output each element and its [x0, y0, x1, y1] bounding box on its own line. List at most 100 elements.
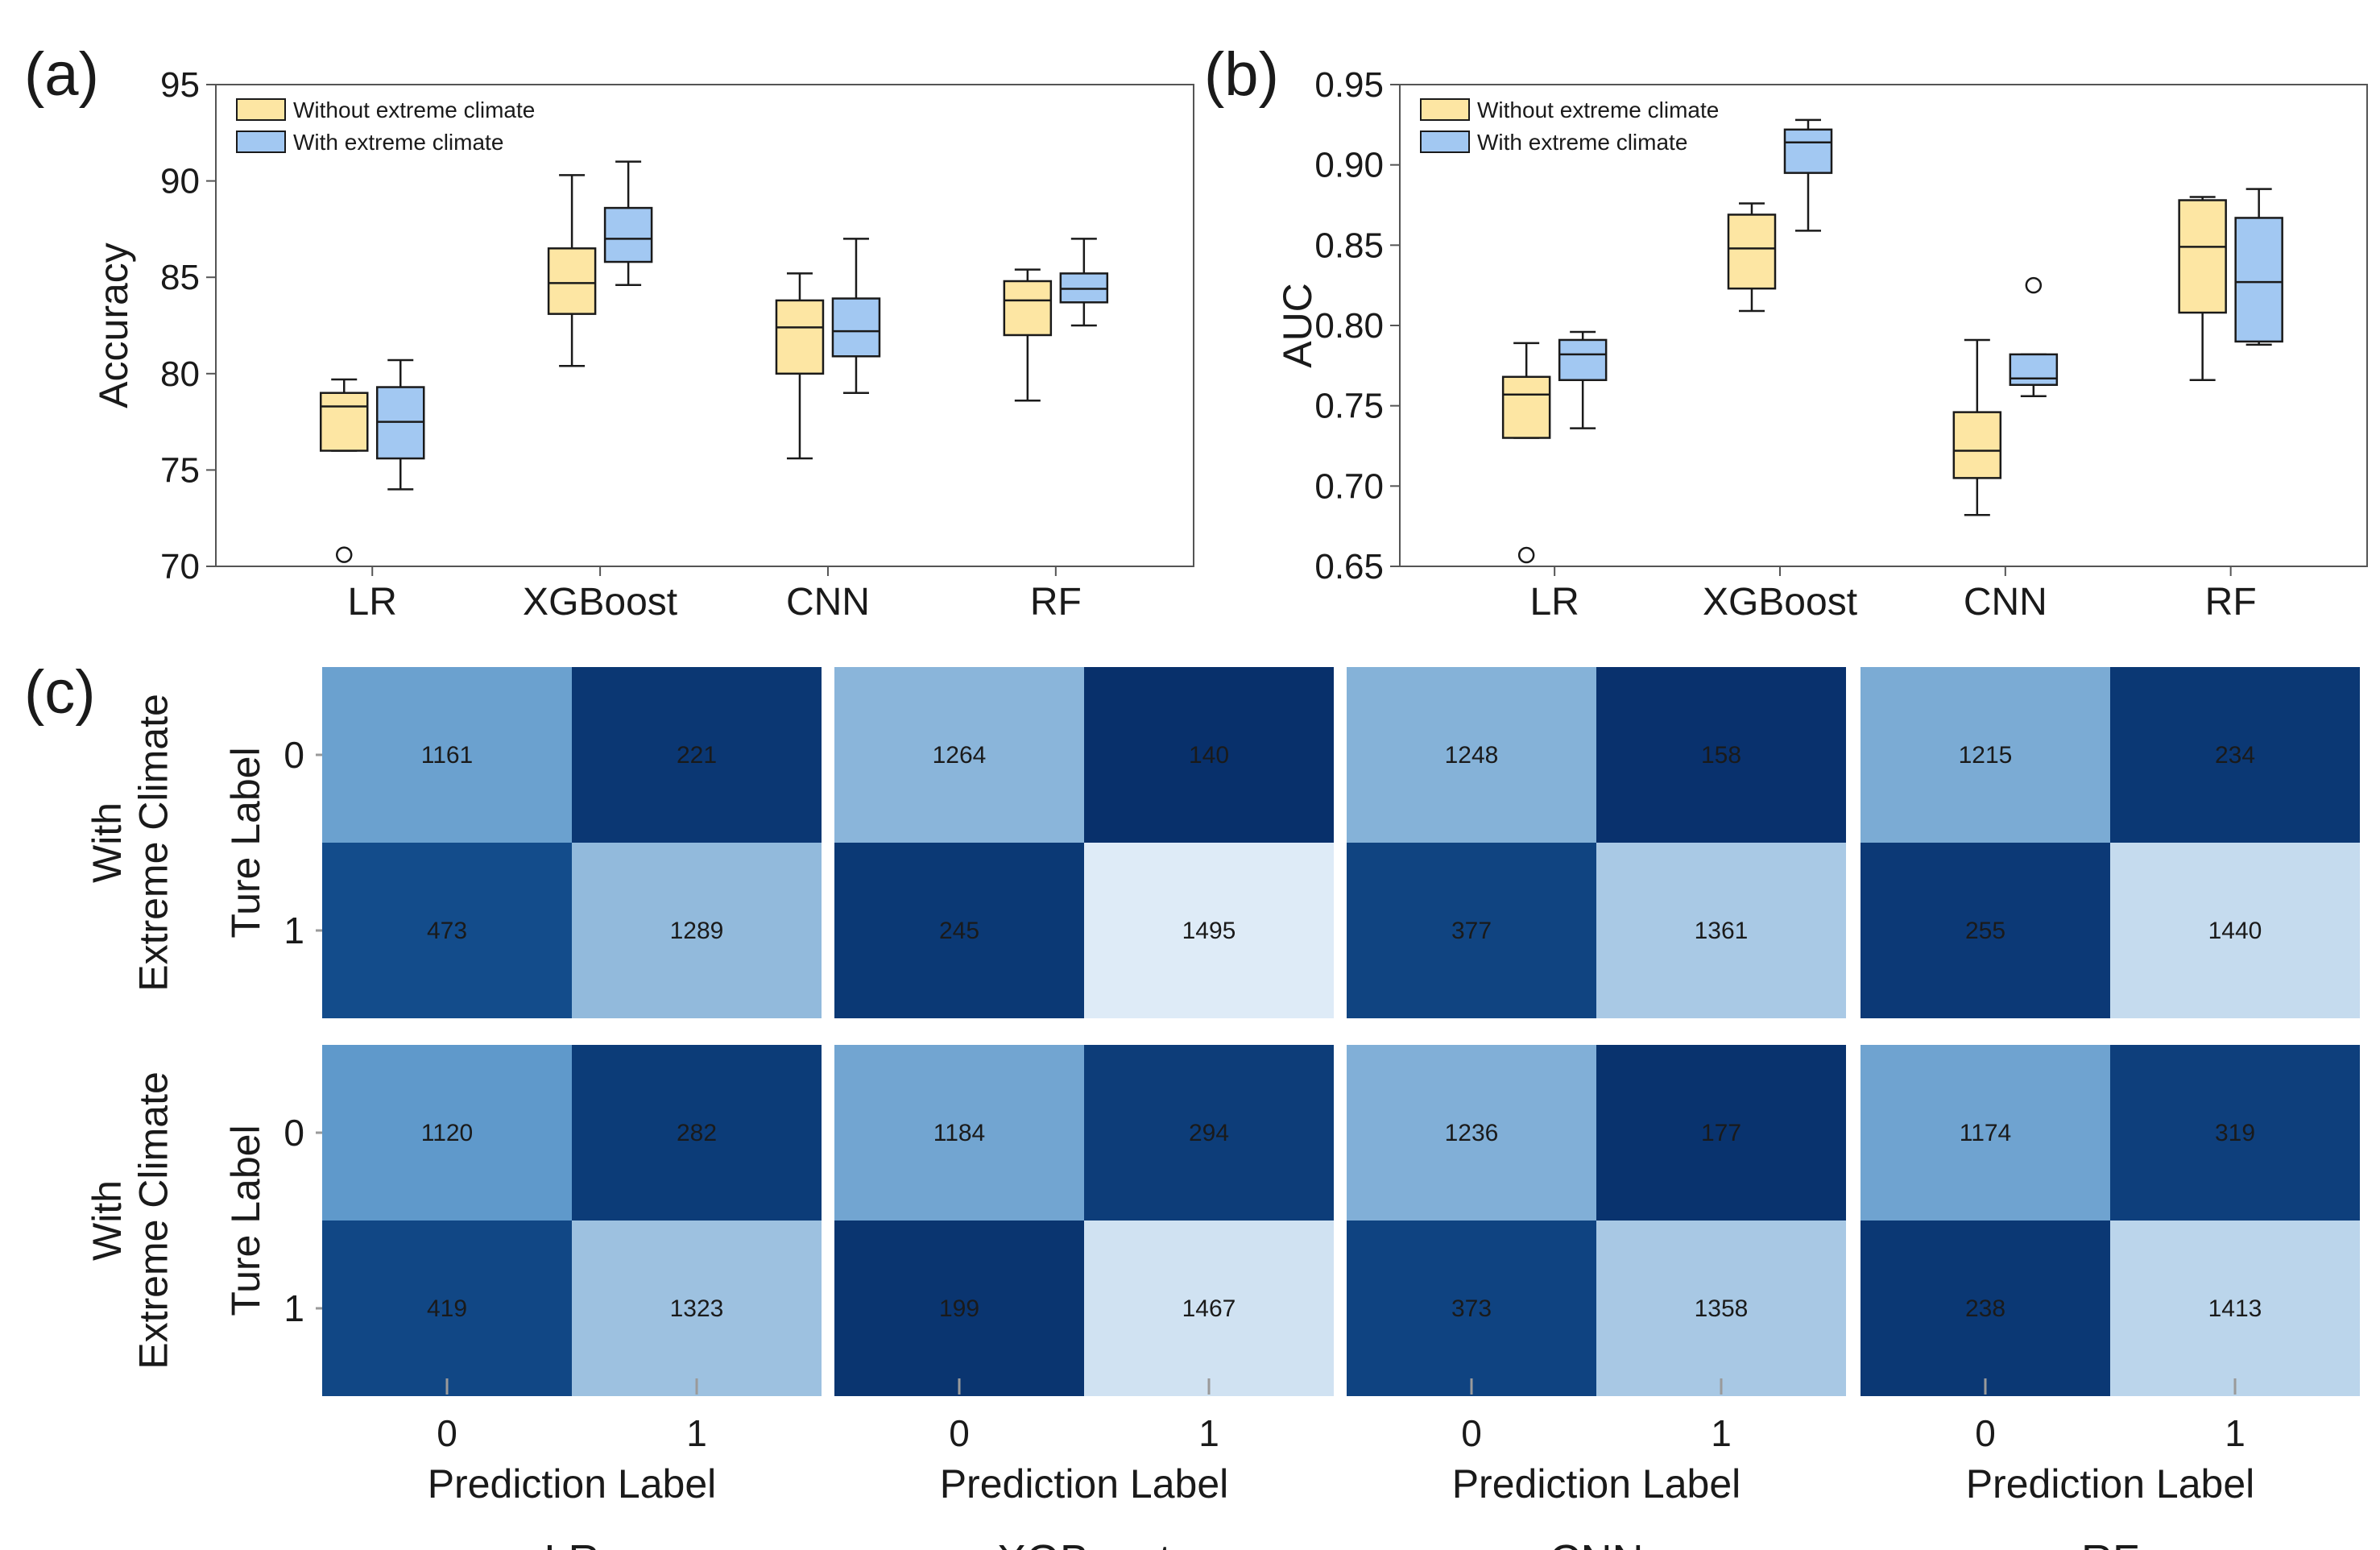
x-axis-title-lr: Prediction Label: [428, 1461, 717, 1506]
box-iqr: [319, 392, 369, 452]
box-iqr: [2009, 353, 2059, 387]
cell-value: 1495: [1182, 918, 1236, 944]
x-tick-label-rf: RF: [2205, 581, 2257, 624]
heatmap-cell: [1596, 843, 1846, 1018]
y-tick-label: 75: [160, 450, 200, 490]
cell-value: 1248: [1445, 742, 1499, 769]
panel-label-c: (c): [24, 658, 96, 727]
row-title-line: Extreme Climate: [131, 694, 176, 992]
x-tick-label-xgboost: XGBoost: [1703, 581, 1857, 624]
x-tick-label-lr: LR: [1529, 581, 1579, 624]
box-xgboost-without: [547, 174, 597, 367]
heatmap-cell: [1596, 1045, 1846, 1221]
heatmap-cell: [322, 843, 572, 1018]
y-tick-label: 0: [284, 734, 304, 776]
heatmap-cell: [834, 843, 1084, 1018]
heatmap-cell: [1861, 843, 2110, 1018]
cell-value: 140: [1189, 742, 1229, 769]
row-title-line: Extreme Climate: [131, 1071, 176, 1370]
confusion-matrix-lr-row-2: 1120 282 419 1323: [322, 1045, 822, 1396]
heatmap-cell: [1347, 1045, 1596, 1221]
cell-value: 1264: [933, 742, 987, 769]
box-cnn-with: [831, 238, 881, 394]
row-title-1: WithExtreme Climate: [85, 694, 176, 992]
box-iqr: [831, 297, 881, 358]
cell-value: 319: [2215, 1120, 2255, 1146]
box-iqr: [1003, 280, 1053, 337]
legend-swatch-with: [1420, 131, 1470, 153]
box-cnn-without: [1952, 338, 2002, 516]
box-xgboost-with: [1783, 118, 1833, 232]
heatmap-cell: [572, 1221, 822, 1396]
box-iqr: [547, 247, 597, 315]
panel-label-b: (b): [1204, 40, 1279, 109]
x-axis-title-cnn: Prediction Label: [1452, 1461, 1741, 1506]
heatmap-cell: [1084, 1045, 1334, 1221]
cell-value: 1174: [1960, 1120, 2012, 1146]
x-tick-label: 0: [1461, 1412, 1482, 1454]
cell-value: 1184: [933, 1120, 986, 1146]
heatmap-cell: [572, 1045, 822, 1221]
box-cnn-without: [775, 272, 825, 460]
cell-value: 1236: [1445, 1120, 1499, 1146]
y-axis-title: Accuracy: [91, 242, 136, 408]
cell-value: 1413: [2208, 1295, 2262, 1322]
heatmap-cell: [1596, 1221, 1846, 1396]
x-tick-label: 0: [437, 1412, 457, 1454]
x-tick-label: 1: [1711, 1412, 1732, 1454]
box-cnn-with: [2009, 276, 2059, 397]
x-tick-label: 0: [949, 1412, 970, 1454]
heatmap-cell: [322, 667, 572, 843]
x-tick-label-cnn: CNN: [1964, 581, 2047, 624]
y-tick-label: 80: [160, 354, 200, 394]
y-tick-label: 0.95: [1314, 65, 1384, 105]
heatmap-cell: [1347, 667, 1596, 843]
cell-value: 373: [1451, 1295, 1492, 1322]
box-lr-with: [375, 358, 425, 491]
row-title-2: WithExtreme Climate: [85, 1071, 176, 1370]
outlier-point: [1517, 546, 1535, 564]
cell-value: 1467: [1182, 1295, 1236, 1322]
x-tick-label-lr: LR: [348, 581, 397, 624]
outlier-point: [2025, 276, 2043, 294]
cell-value: 473: [427, 918, 467, 944]
cell-value: 1361: [1695, 918, 1749, 944]
heatmap-cell: [834, 1045, 1084, 1221]
box-iqr: [603, 206, 653, 263]
heatmap-cell: [1347, 843, 1596, 1018]
box-lr-without: [1501, 342, 1551, 564]
cell-value: 158: [1701, 742, 1741, 769]
cell-value: 282: [677, 1120, 717, 1146]
model-title-cnn: CNN: [1550, 1536, 1644, 1550]
heatmap-cell: [2110, 843, 2360, 1018]
cell-value: 419: [427, 1295, 467, 1322]
y-axis-title: AUC: [1275, 283, 1320, 368]
cell-value: 1323: [670, 1295, 724, 1322]
box-rf-with: [1059, 238, 1109, 327]
cell-value: 1161: [421, 742, 474, 769]
heatmap-cell: [1861, 1045, 2110, 1221]
x-tick-label: 1: [1198, 1412, 1219, 1454]
x-tick-label: 0: [1975, 1412, 1996, 1454]
box-iqr: [1783, 128, 1833, 174]
x-tick-label-rf: RF: [1030, 581, 1082, 624]
box-iqr: [1952, 411, 2002, 479]
x-tick-label-xgboost: XGBoost: [523, 581, 677, 624]
heatmap-cell: [572, 667, 822, 843]
x-tick-label: 1: [2225, 1412, 2245, 1454]
legend-swatch-without: [1420, 98, 1470, 121]
cell-value: 177: [1701, 1120, 1741, 1146]
cell-value: 1120: [421, 1120, 474, 1146]
heatmap-cell: [1861, 667, 2110, 843]
cell-value: 199: [939, 1295, 979, 1322]
heatmap-cell: [322, 1045, 572, 1221]
